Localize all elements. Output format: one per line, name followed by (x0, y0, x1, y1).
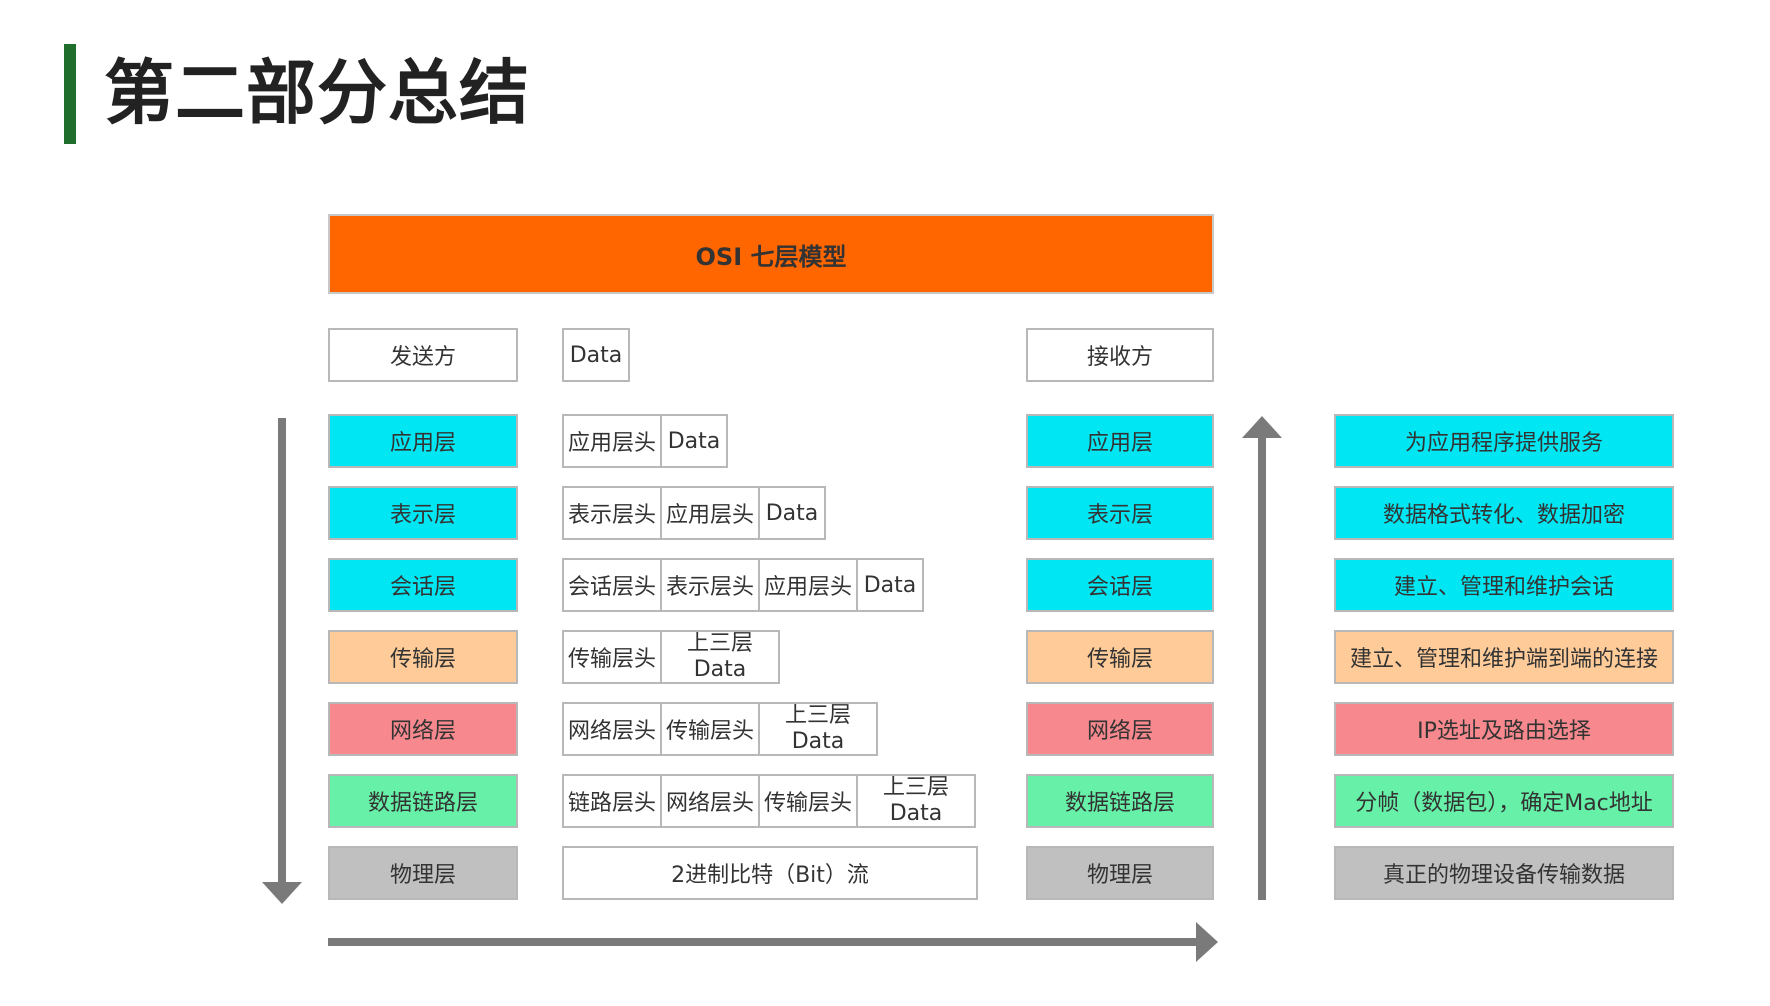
encap-row-application: 应用层头 Data (562, 414, 728, 468)
page-title: 第二部分总结 (104, 52, 530, 134)
bitstream-segment: 2进制比特（Bit）流 (562, 846, 978, 900)
trans-header-segment: 传输层头 (758, 774, 858, 828)
upper-three-data-label: Data (889, 801, 943, 826)
data-segment: Data (856, 558, 924, 612)
trans-header-segment: 传输层头 (660, 702, 760, 756)
osi-header: OSI 七层模型 (328, 214, 1214, 294)
right-arrow (328, 922, 1218, 962)
sender-layer-physical: 物理层 (328, 846, 518, 900)
down-arrow (262, 418, 302, 904)
receiver-label: 接收方 (1026, 328, 1214, 382)
title-accent-bar (64, 44, 76, 144)
encap-row-datalink: 链路层头 网络层头 传输层头 上三层 Data (562, 774, 976, 828)
upper-three-data-segment: 上三层 Data (856, 774, 976, 828)
app-header-segment: 应用层头 (660, 486, 760, 540)
encap-row-transport: 传输层头 上三层 Data (562, 630, 780, 684)
receiver-layer-application: 应用层 (1026, 414, 1214, 468)
receiver-layer-session: 会话层 (1026, 558, 1214, 612)
net-header-segment: 网络层头 (562, 702, 662, 756)
pres-header-segment: 表示层头 (660, 558, 760, 612)
upper-three-label: 上三层 (686, 631, 753, 656)
receiver-layer-physical: 物理层 (1026, 846, 1214, 900)
desc-presentation: 数据格式转化、数据加密 (1334, 486, 1674, 540)
desc-network: IP选址及路由选择 (1334, 702, 1674, 756)
data-segment: Data (758, 486, 826, 540)
encap-row-network: 网络层头 传输层头 上三层 Data (562, 702, 878, 756)
sender-layer-application: 应用层 (328, 414, 518, 468)
upper-three-label: 上三层 (882, 775, 949, 800)
sess-header-segment: 会话层头 (562, 558, 662, 612)
desc-datalink: 分帧（数据包），确定Mac地址 (1334, 774, 1674, 828)
sender-layer-transport: 传输层 (328, 630, 518, 684)
sender-layer-session: 会话层 (328, 558, 518, 612)
upper-three-data-segment: 上三层 Data (758, 702, 878, 756)
sender-label: 发送方 (328, 328, 518, 382)
encap-row-session: 会话层头 表示层头 应用层头 Data (562, 558, 924, 612)
receiver-layer-datalink: 数据链路层 (1026, 774, 1214, 828)
data-label: Data (562, 328, 630, 382)
trans-header-segment: 传输层头 (562, 630, 662, 684)
sender-layer-datalink: 数据链路层 (328, 774, 518, 828)
app-header-segment: 应用层头 (758, 558, 858, 612)
sender-layer-network: 网络层 (328, 702, 518, 756)
receiver-layer-transport: 传输层 (1026, 630, 1214, 684)
desc-session: 建立、管理和维护会话 (1334, 558, 1674, 612)
desc-application: 为应用程序提供服务 (1334, 414, 1674, 468)
up-arrow (1242, 416, 1282, 900)
receiver-layer-presentation: 表示层 (1026, 486, 1214, 540)
upper-three-label: 上三层 (784, 703, 851, 728)
receiver-layer-network: 网络层 (1026, 702, 1214, 756)
sender-layer-presentation: 表示层 (328, 486, 518, 540)
desc-transport: 建立、管理和维护端到端的连接 (1334, 630, 1674, 684)
data-segment: Data (660, 414, 728, 468)
upper-three-data-label: Data (693, 657, 747, 682)
upper-three-data-label: Data (791, 729, 845, 754)
upper-three-data-segment: 上三层 Data (660, 630, 780, 684)
app-header-segment: 应用层头 (562, 414, 662, 468)
desc-physical: 真正的物理设备传输数据 (1334, 846, 1674, 900)
encap-row-presentation: 表示层头 应用层头 Data (562, 486, 826, 540)
pres-header-segment: 表示层头 (562, 486, 662, 540)
